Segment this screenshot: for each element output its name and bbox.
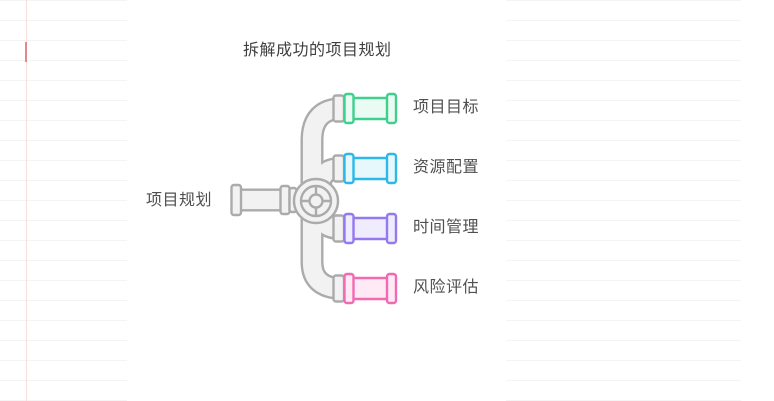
diagram-title: 拆解成功的项目规划 xyxy=(243,42,392,59)
colored-pipe-body[interactable] xyxy=(349,276,391,301)
background-row-lines-right xyxy=(506,0,741,401)
branch-node-label-1[interactable]: 资源配置 xyxy=(413,159,480,176)
valve-wheel-icon[interactable] xyxy=(292,177,340,225)
branch-node-label-3[interactable]: 风险评估 xyxy=(413,279,480,296)
colored-pipe-flange xyxy=(385,92,398,125)
valve-hub xyxy=(308,193,324,209)
root-node-label[interactable]: 项目规划 xyxy=(146,192,213,209)
colored-pipe-body[interactable] xyxy=(349,216,391,241)
branch-pipe-0[interactable] xyxy=(332,92,398,125)
background-row-lines-left xyxy=(0,0,127,401)
pipe-flange xyxy=(332,214,346,243)
colored-pipe-flange xyxy=(385,212,398,245)
colored-pipe-flange xyxy=(385,152,398,185)
pipe-flange xyxy=(279,184,291,216)
colored-pipe-body[interactable] xyxy=(349,96,391,121)
colored-pipe-flange xyxy=(343,212,355,245)
branch-pipe-1[interactable] xyxy=(332,152,398,185)
colored-pipe-body[interactable] xyxy=(349,156,391,181)
colored-pipe-flange xyxy=(385,272,398,305)
pipe-flange xyxy=(332,274,346,303)
branch-node-label-0[interactable]: 项目目标 xyxy=(413,99,480,116)
branch-node-label-2[interactable]: 时间管理 xyxy=(413,219,480,236)
colored-pipe-flange xyxy=(343,92,355,125)
pipe-flange xyxy=(332,94,346,123)
colored-pipe-flange xyxy=(343,272,355,305)
pipe-flange xyxy=(230,183,243,217)
branch-pipe-3[interactable] xyxy=(332,272,398,305)
pipe-flange xyxy=(332,154,346,183)
margin-line xyxy=(26,0,27,401)
branch-pipe-2[interactable] xyxy=(332,212,398,245)
colored-pipe-flange xyxy=(343,152,355,185)
margin-red-tick xyxy=(25,42,27,62)
